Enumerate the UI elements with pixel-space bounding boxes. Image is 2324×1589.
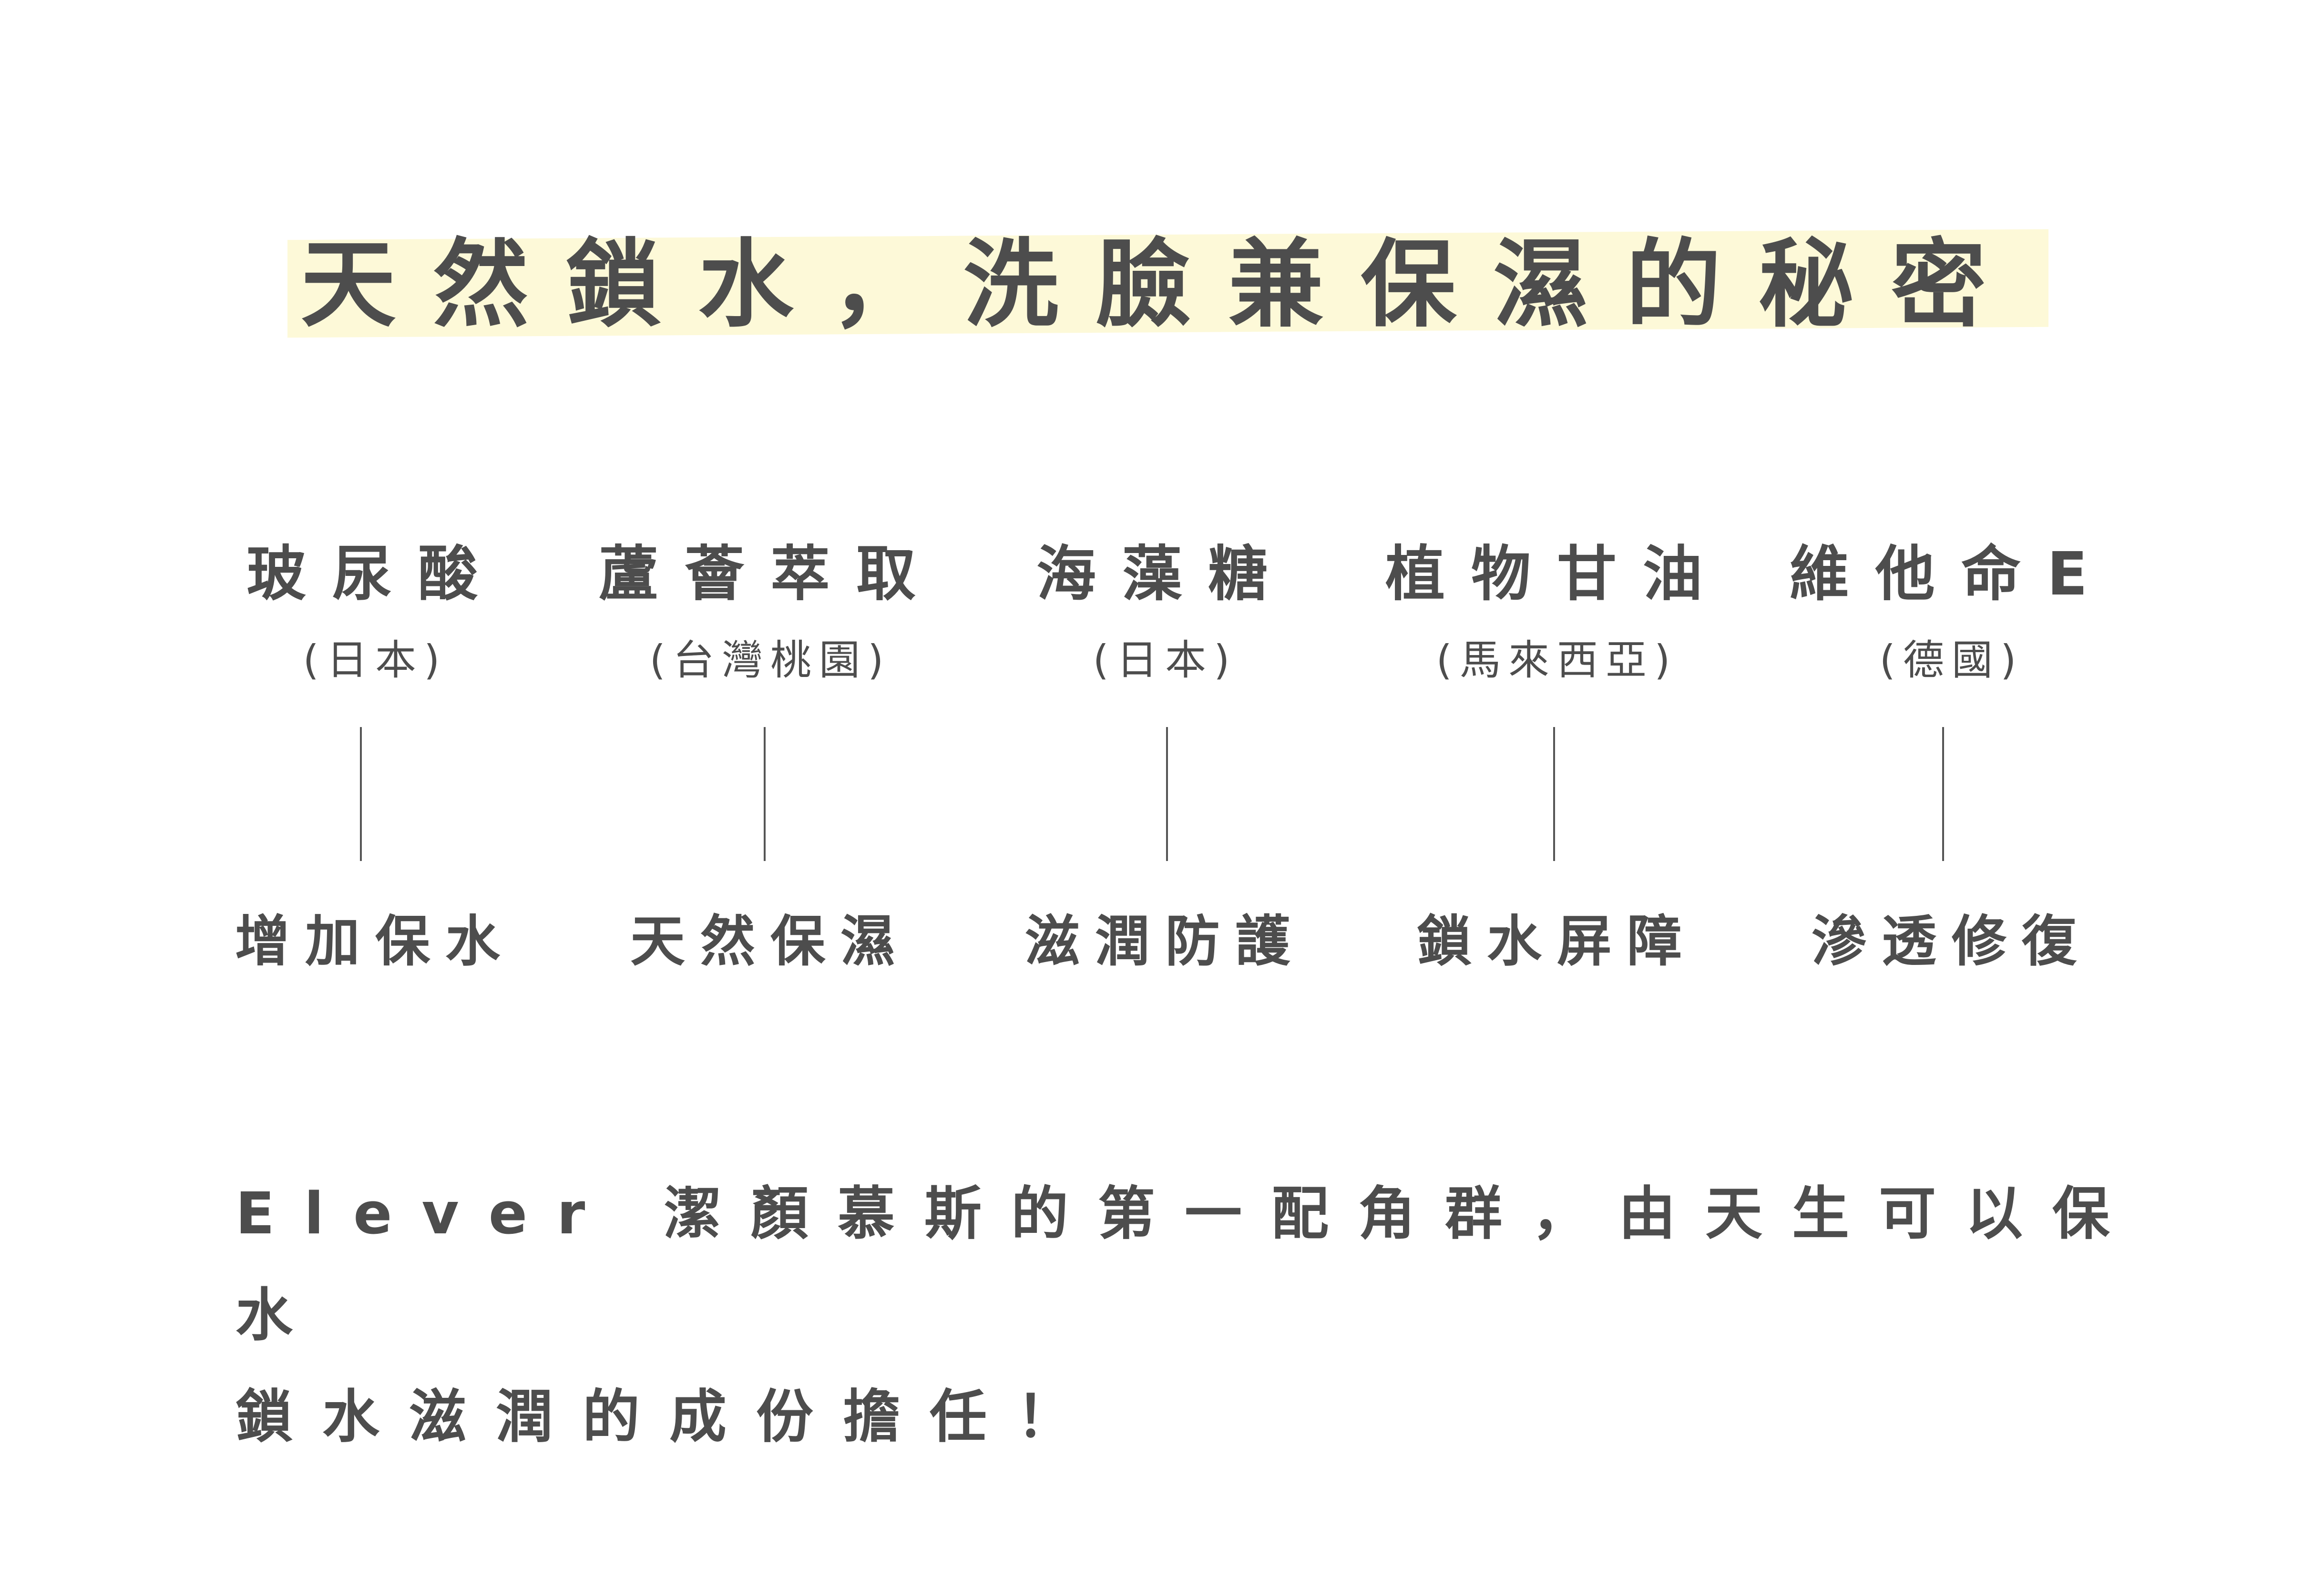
ingredient-benefit: 增加保水 xyxy=(235,910,515,974)
ingredient-origin: (日本) xyxy=(303,636,448,684)
connector-line xyxy=(764,727,766,861)
ingredient-name: 海藻糖 xyxy=(1036,540,1294,609)
ingredient-benefit: 滲透修復 xyxy=(1811,910,2092,974)
description-paragraph: Elever 潔顏慕斯的第一配角群，由天生可以保水 鎖水滋潤的成份擔任！ xyxy=(235,1163,2190,1468)
ingredient-origin: (馬來西亞) xyxy=(1436,636,1678,684)
description-line-2: 鎖水滋潤的成份擔任！ xyxy=(235,1384,1103,1450)
description-line-1: Elever 潔顏慕斯的第一配角群，由天生可以保水 xyxy=(235,1181,2140,1349)
ingredient-name: 蘆薈萃取 xyxy=(599,540,942,609)
ingredient-origin: (德國) xyxy=(1879,636,2024,684)
ingredient-benefit: 鎖水屏障 xyxy=(1416,910,1697,974)
ingredient-name: 植物甘油 xyxy=(1385,540,1729,609)
connector-line xyxy=(1166,727,1168,861)
ingredient-benefit: 天然保濕 xyxy=(630,910,911,974)
ingredient-name: 維他命E xyxy=(1789,540,2114,609)
ingredient-name: 玻尿酸 xyxy=(246,540,504,609)
connector-line xyxy=(360,727,362,861)
connector-line xyxy=(1942,727,1944,861)
page-title: 天然鎖水，洗臉兼保濕的秘密 xyxy=(300,229,2024,340)
ingredient-benefit: 滋潤防護 xyxy=(1024,910,1305,974)
connector-line xyxy=(1553,727,1555,861)
ingredient-origin: (台灣桃園) xyxy=(649,636,891,684)
ingredient-origin: (日本) xyxy=(1093,636,1238,684)
